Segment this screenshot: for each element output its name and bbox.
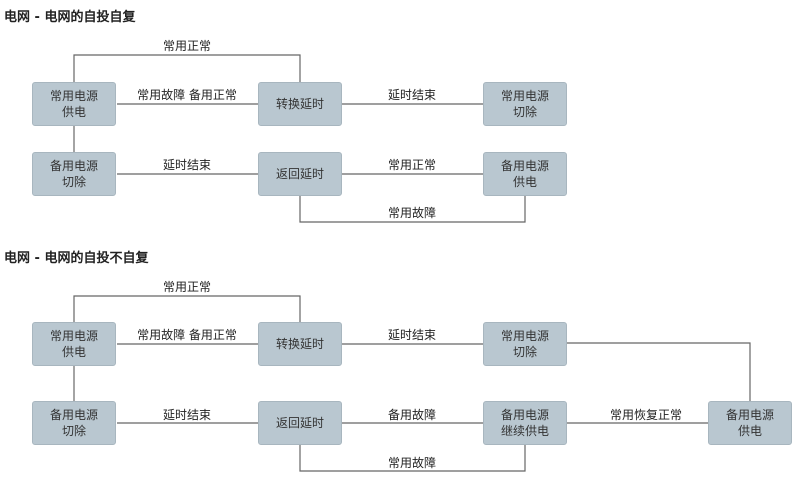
node-normal-cut: 常用电源 切除 [483, 82, 567, 126]
diagram2-title: 电网 - 电网的自投不自复 [4, 251, 149, 266]
node-backup-supply: 备用电源 供电 [708, 401, 792, 445]
edge-label: 备用故障 [387, 408, 437, 422]
node-backup-cut: 备用电源 切除 [32, 152, 116, 196]
node-return-delay: 返回延时 [258, 401, 342, 445]
node-normal-cut: 常用电源 切除 [483, 322, 567, 366]
edge-label: 延时结束 [387, 88, 437, 102]
node-backup-continue: 备用电源 继续供电 [483, 401, 567, 445]
node-backup-cut: 备用电源 切除 [32, 401, 116, 445]
edge-label: 延时结束 [162, 158, 212, 172]
node-normal-supply: 常用电源 供电 [32, 82, 116, 126]
node-normal-supply: 常用电源 供电 [32, 322, 116, 366]
diagram1-title: 电网 - 电网的自投自复 [4, 10, 136, 25]
edge-label: 常用故障 备用正常 [137, 88, 237, 102]
edge-label: 常用故障 [387, 206, 437, 220]
edge-label: 常用正常 [162, 280, 212, 294]
node-return-delay: 返回延时 [258, 152, 342, 196]
edge-label: 延时结束 [387, 328, 437, 342]
edge-label: 常用正常 [387, 158, 437, 172]
node-backup-supply: 备用电源 供电 [483, 152, 567, 196]
edge-label: 常用正常 [162, 39, 212, 53]
edge-label: 常用故障 [387, 456, 437, 470]
node-switch-delay: 转换延时 [258, 82, 342, 126]
edge-label: 常用故障 备用正常 [137, 328, 237, 342]
node-switch-delay: 转换延时 [258, 322, 342, 366]
edge-label: 延时结束 [162, 408, 212, 422]
edge-label: 常用恢复正常 [609, 408, 683, 422]
